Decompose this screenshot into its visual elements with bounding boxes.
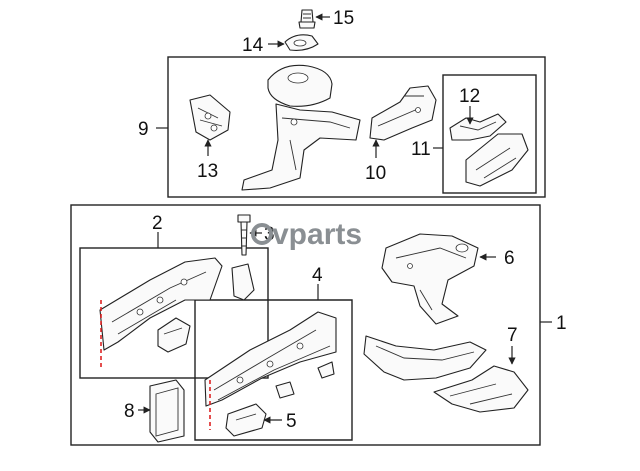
- callout-7: 7: [507, 325, 518, 346]
- callout-14: 14: [242, 35, 264, 56]
- part-14-plate[interactable]: [284, 34, 319, 51]
- callout-4: 4: [312, 265, 323, 286]
- lower-assembly-frame: [70, 204, 541, 446]
- callout-1: 1: [556, 313, 567, 334]
- callout-10: 10: [365, 163, 386, 184]
- sub-assembly-frame-2: [79, 247, 269, 379]
- callout-12: 12: [459, 86, 480, 107]
- part-7-panel[interactable]: [433, 365, 529, 413]
- part-8-panel[interactable]: [149, 379, 185, 443]
- watermark-logo: vparts: [251, 218, 362, 251]
- strut-tower-apron[interactable]: [241, 64, 361, 191]
- callout-13: 13: [197, 161, 218, 182]
- part-3-bolt[interactable]: [237, 214, 251, 256]
- part-4-side-member[interactable]: [204, 311, 337, 430]
- inner-assembly-frame: [442, 74, 537, 194]
- svg-text:vparts: vparts: [272, 218, 362, 251]
- part-2-side-member[interactable]: [99, 257, 255, 368]
- callout-5: 5: [286, 411, 297, 432]
- upper-assembly-frame: [167, 56, 546, 198]
- callout-6: 6: [504, 248, 515, 269]
- callout-2: 2: [152, 213, 163, 234]
- part-6-tower-bracket[interactable]: [381, 233, 479, 325]
- part-13-bracket[interactable]: [189, 94, 231, 141]
- part-10-rail[interactable]: [369, 85, 437, 141]
- sub-assembly-frame-4: [194, 299, 353, 441]
- part-11-reinforcement[interactable]: [465, 133, 529, 187]
- lower-front-rail[interactable]: [363, 335, 487, 381]
- callout-8: 8: [124, 401, 135, 422]
- callout-15: 15: [333, 8, 354, 29]
- callout-11: 11: [411, 139, 431, 160]
- part-15-nut[interactable]: [298, 9, 316, 29]
- part-5-bracket[interactable]: [225, 403, 267, 437]
- callout-9: 9: [138, 119, 149, 140]
